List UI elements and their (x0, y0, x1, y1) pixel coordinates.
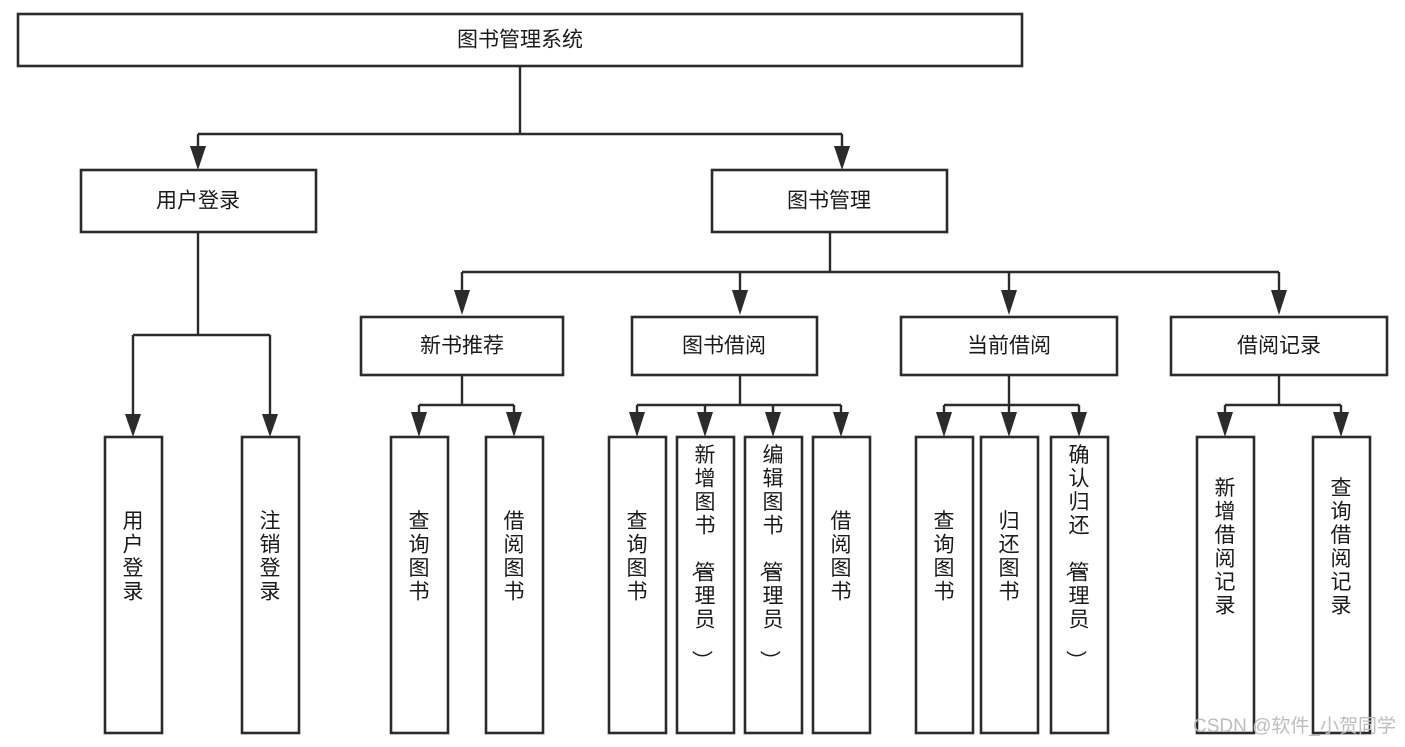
node-leaf-query-borrow-record-label: 查询借阅记录 (1331, 477, 1352, 618)
node-leaf-user-login-label: 用户登录 (123, 510, 144, 604)
node-user-login-label: 用户登录 (156, 190, 240, 213)
node-leaf-query-book-current[interactable]: 查询图书 (914, 435, 975, 735)
arrow-head-leaf-confirm-return-admin (1071, 412, 1087, 437)
node-leaf-add-book-admin[interactable]: 新增图书（管理员） (675, 435, 736, 735)
node-leaf-borrow-book-box[interactable] (811, 435, 872, 735)
node-leaf-query-book-borrow-box[interactable] (607, 435, 668, 735)
connector-group-book-manage-to-level3 (454, 232, 1287, 315)
node-leaf-edit-book-admin[interactable]: 编辑图书（管理员） (743, 435, 804, 735)
node-leaf-return-book[interactable]: 归还图书 (979, 435, 1040, 735)
node-leaf-return-book-label: 归还图书 (999, 510, 1020, 604)
connector-group-user-login-to-leaves (125, 232, 278, 437)
arrow-head-leaf-user-login (125, 414, 141, 437)
node-new-book-rec-box[interactable] (359, 315, 565, 377)
node-leaf-user-logout-label: 注销登录 (260, 510, 281, 604)
node-book-manage-box[interactable] (710, 168, 949, 234)
arrow-head-leaf-query-book-current (936, 412, 952, 437)
node-leaf-add-borrow-record[interactable]: 新增借阅记录 (1195, 435, 1256, 735)
node-root-box[interactable] (16, 12, 1024, 68)
arrow-head-user-login (190, 146, 206, 170)
node-leaf-query-book-rec-box[interactable] (389, 435, 450, 735)
node-leaf-borrow-book-rec-box[interactable] (484, 435, 545, 735)
connector-group-current-borrow-to-leaves (936, 375, 1087, 437)
connector-group-root-to-level2 (190, 66, 850, 170)
csdn-watermark: CSDN @软件_小贺同学 (1193, 715, 1396, 737)
node-leaf-edit-book-admin-box[interactable] (743, 435, 804, 735)
node-root-label: 图书管理系统 (457, 29, 583, 52)
node-leaf-edit-book-admin-label: 编辑图书（管理员） (758, 444, 784, 671)
node-leaf-borrow-book-rec-label: 借阅图书 (504, 510, 525, 604)
node-leaf-user-login[interactable]: 用户登录 (103, 435, 164, 735)
connector-group-book-borrow-to-leaves (629, 375, 849, 437)
arrow-head-leaf-return-book (1001, 412, 1017, 437)
arrow-head-leaf-query-book-borrow (629, 412, 645, 437)
node-book-borrow[interactable]: 图书借阅 (630, 315, 819, 377)
arrow-head-leaf-borrow-book (833, 412, 849, 437)
arrow-head-borrow-record (1271, 290, 1287, 315)
node-leaf-confirm-return-admin[interactable]: 确认归还（管理员） (1049, 435, 1110, 735)
node-leaf-borrow-book-label: 借阅图书 (831, 510, 852, 604)
node-leaf-borrow-book[interactable]: 借阅图书 (811, 435, 872, 735)
node-borrow-record-label: 借阅记录 (1237, 335, 1321, 358)
node-book-manage[interactable]: 图书管理 (710, 168, 949, 234)
arrow-head-book-manage (834, 146, 850, 170)
node-borrow-record[interactable]: 借阅记录 (1169, 315, 1389, 377)
node-leaf-query-book-borrow-label: 查询图书 (627, 510, 648, 604)
node-leaf-add-borrow-record-box[interactable] (1195, 435, 1256, 735)
node-leaf-confirm-return-admin-label: 确认归还（管理员） (1064, 444, 1090, 671)
arrow-head-leaf-add-borrow-record (1217, 412, 1233, 437)
node-leaf-query-borrow-record[interactable]: 查询借阅记录 (1311, 435, 1372, 735)
node-leaf-query-book-current-label: 查询图书 (934, 510, 955, 604)
arrow-head-current-borrow (1001, 290, 1017, 315)
arrow-head-new-book-rec (454, 290, 470, 315)
node-leaf-user-login-box[interactable] (103, 435, 164, 735)
arrow-head-leaf-query-borrow-record (1333, 412, 1349, 437)
node-leaf-add-book-admin-box[interactable] (675, 435, 736, 735)
node-leaf-query-book-borrow[interactable]: 查询图书 (607, 435, 668, 735)
node-current-borrow-label: 当前借阅 (967, 335, 1051, 358)
node-leaf-user-logout-box[interactable] (240, 435, 301, 735)
node-leaf-user-logout[interactable]: 注销登录 (240, 435, 301, 735)
arrow-head-leaf-user-logout (262, 414, 278, 437)
arrow-head-leaf-query-book-rec (411, 412, 427, 437)
arrow-head-leaf-borrow-book-rec (506, 412, 522, 437)
node-leaf-query-book-current-box[interactable] (914, 435, 975, 735)
node-user-login-box[interactable] (79, 168, 318, 234)
node-leaf-add-book-admin-label: 新增图书（管理员） (690, 444, 716, 671)
node-borrow-record-box[interactable] (1169, 315, 1389, 377)
node-leaf-confirm-return-admin-box[interactable] (1049, 435, 1110, 735)
node-current-borrow-box[interactable] (899, 315, 1119, 377)
node-root[interactable]: 图书管理系统 (16, 12, 1024, 68)
node-leaf-borrow-book-rec[interactable]: 借阅图书 (484, 435, 545, 735)
node-leaf-query-borrow-record-box[interactable] (1311, 435, 1372, 735)
node-current-borrow[interactable]: 当前借阅 (899, 315, 1119, 377)
node-new-book-rec[interactable]: 新书推荐 (359, 315, 565, 377)
node-leaf-query-book-rec[interactable]: 查询图书 (389, 435, 450, 735)
node-new-book-rec-label: 新书推荐 (420, 335, 504, 358)
node-book-borrow-box[interactable] (630, 315, 819, 377)
connector-group-new-book-rec-to-leaves (411, 375, 522, 437)
node-book-manage-label: 图书管理 (787, 190, 871, 213)
node-leaf-query-book-rec-label: 查询图书 (409, 510, 430, 604)
node-book-borrow-label: 图书借阅 (682, 335, 766, 358)
node-user-login[interactable]: 用户登录 (79, 168, 318, 234)
arrow-head-leaf-edit-book-admin (765, 412, 781, 437)
connector-group-borrow-record-to-leaves (1217, 375, 1349, 437)
arrow-head-leaf-add-book-admin (697, 412, 713, 437)
node-leaf-add-borrow-record-label: 新增借阅记录 (1215, 477, 1236, 618)
node-leaf-return-book-box[interactable] (979, 435, 1040, 735)
arrow-head-book-borrow (732, 290, 748, 315)
